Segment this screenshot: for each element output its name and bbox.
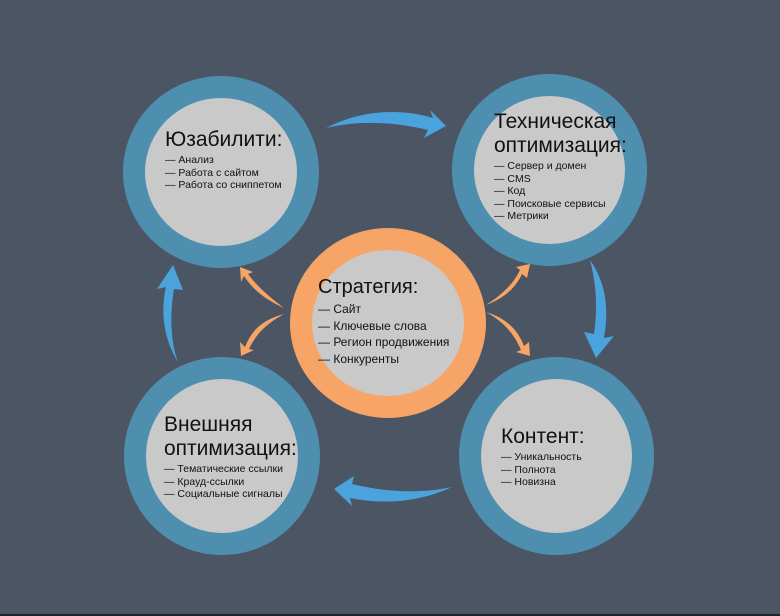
technical-list: — Сервер и домен — CMS — Код — Поисковые… <box>494 160 627 223</box>
arrow-strategy-to-external <box>240 314 284 356</box>
list-item: — Тематические ссылки <box>164 463 283 475</box>
usability-title: Юзабилити: <box>165 128 283 151</box>
list-item: — Новизна <box>501 476 556 488</box>
list-item: — Работа со сниппетом <box>165 179 282 191</box>
list-item: — Конкуренты <box>318 351 399 366</box>
list-item: — Метрики <box>494 210 549 222</box>
list-item: — Поисковые сервисы <box>494 197 606 210</box>
list-item: — Крауд-ссылки <box>164 475 245 488</box>
content-title: Контент: <box>501 425 585 448</box>
list-item: — Работа с сайтом <box>165 166 259 179</box>
node-strategy: Стратегия: — Сайт — Ключевые слова — Рег… <box>290 228 486 418</box>
arrow-strategy-to-technical <box>486 264 530 305</box>
list-item: — CMS <box>494 172 531 185</box>
list-item: — Уникальность <box>501 451 582 463</box>
external-title-line1: Внешняя <box>164 413 253 436</box>
arrow-usability-to-technical <box>326 110 446 138</box>
arrow-content-to-external <box>334 476 452 506</box>
node-content: Контент: — Уникальность — Полнота — Нови… <box>459 357 654 555</box>
external-list: — Тематические ссылки — Крауд-ссылки — С… <box>164 463 297 501</box>
arrow-technical-to-content <box>584 260 614 358</box>
usability-list: — Анализ — Работа с сайтом — Работа со с… <box>165 154 282 192</box>
content-list: — Уникальность — Полнота — Новизна <box>501 451 585 489</box>
list-item: — Сервер и домен <box>494 160 587 172</box>
external-title-line2: оптимизация: <box>164 437 297 460</box>
arrow-external-to-usability <box>157 265 183 362</box>
bottom-border <box>0 614 780 616</box>
arrow-strategy-to-content <box>486 312 530 356</box>
list-item: — Код <box>494 185 526 197</box>
node-external-optimization: Внешняя оптимизация: — Тематические ссыл… <box>124 357 320 555</box>
technical-title-line1: Техническая <box>494 110 617 133</box>
node-usability: Юзабилити: — Анализ — Работа с сайтом — … <box>123 76 319 268</box>
technical-title-line2: оптимизация: <box>494 134 627 157</box>
list-item: — Сайт <box>318 302 362 316</box>
list-item: — Полнота <box>501 463 556 476</box>
node-technical-optimization: Техническая оптимизация: — Сервер и доме… <box>452 74 647 266</box>
list-item: — Анализ <box>165 154 214 166</box>
strategy-title: Стратегия: <box>318 276 419 298</box>
list-item: — Социальные сигналы <box>164 488 283 500</box>
arrow-strategy-to-usability <box>240 267 284 308</box>
strategy-list: — Сайт — Ключевые слова — Регион продвиж… <box>318 301 449 367</box>
list-item: — Ключевые слова <box>318 318 427 333</box>
list-item: — Регион продвижения <box>318 335 450 349</box>
